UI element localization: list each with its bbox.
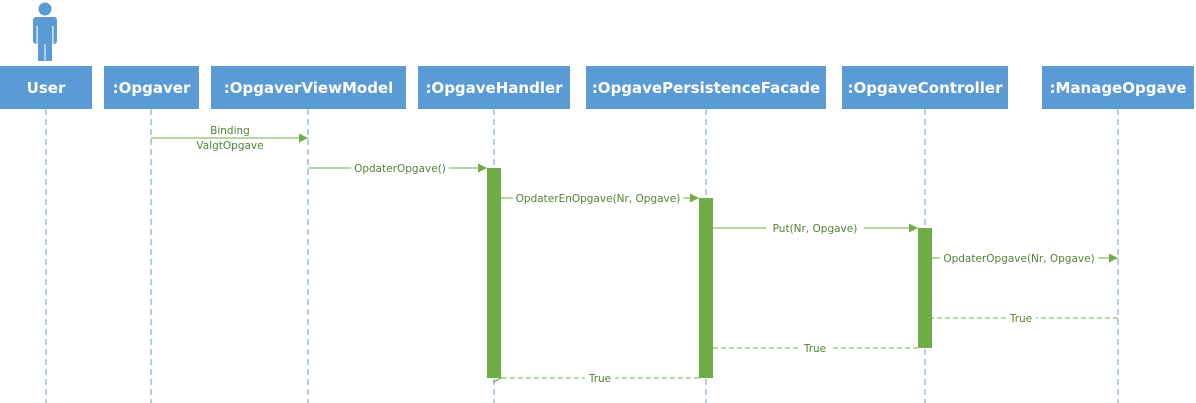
return-message-6: True [932, 311, 1118, 325]
participant-box [842, 66, 1008, 109]
participant-viewmodel: :OpgaverViewModel [211, 66, 406, 109]
return-message-7: True [713, 341, 918, 355]
message-label: True [1009, 313, 1032, 325]
participant-box [104, 66, 199, 109]
message-4: Put(Nr, Opgave) [713, 221, 918, 235]
message-5: OpdaterOpgave(Nr, Opgave) [932, 251, 1118, 265]
participant-box [418, 66, 570, 109]
participant-facade: :OpgavePersistenceFacade [586, 66, 826, 109]
participant-opgaver: :Opgaver [104, 66, 199, 109]
participant-handler: :OpgaveHandler [418, 66, 570, 109]
participant-box [586, 66, 826, 109]
message-label: True [803, 343, 826, 355]
message-label: Put(Nr, Opgave) [773, 223, 858, 235]
activation-bar-facade [699, 198, 713, 378]
participant-label: :OpgaveController [847, 79, 1003, 97]
participant-box [1042, 66, 1194, 109]
message-label: True [588, 373, 611, 385]
return-message-8: True [501, 371, 699, 385]
activation-bar-controller [918, 228, 932, 348]
participant-label: User [27, 79, 66, 97]
participant-label: :Opgaver [113, 79, 191, 97]
participant-controller: :OpgaveController [842, 66, 1008, 109]
message-2: OpdaterOpgave() [308, 161, 487, 175]
participant-manage: :ManageOpgave [1042, 66, 1194, 109]
participant-label: :ManageOpgave [1049, 79, 1186, 97]
message-label: ValgtOpgave [196, 140, 263, 152]
person-icon [33, 2, 57, 61]
message-label: OpdaterOpgave() [354, 163, 446, 175]
participant-label: :OpgavePersistenceFacade [592, 79, 820, 97]
message-label: OpdaterEnOpgave(Nr, Opgave) [516, 193, 681, 205]
activation-bar-handler [487, 168, 501, 378]
participant-user: User [0, 66, 92, 109]
message-label: OpdaterOpgave(Nr, Opgave) [943, 253, 1094, 265]
participant-label: :OpgaverViewModel [224, 79, 394, 97]
participant-box [0, 66, 92, 109]
message-3: OpdaterEnOpgave(Nr, Opgave) [501, 191, 699, 205]
message-label: Binding [210, 125, 250, 137]
participant-label: :OpgaveHandler [425, 79, 563, 97]
participant-box [211, 66, 406, 109]
